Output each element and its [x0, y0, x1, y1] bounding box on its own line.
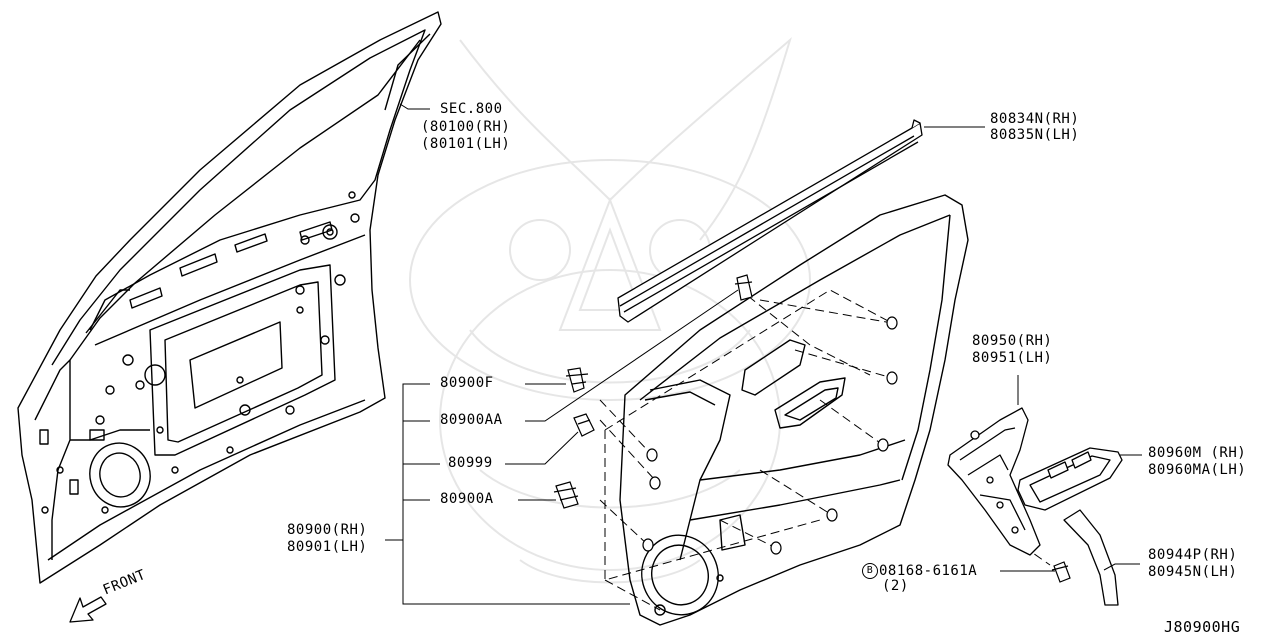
- clip-80900a: [553, 481, 579, 509]
- window-switch: [1017, 447, 1123, 511]
- clip-80900f: [565, 367, 589, 393]
- bolt-circle-symbol: B: [862, 563, 878, 579]
- bolt-part-number: 08168-6161A: [879, 563, 978, 579]
- label-80951-lh: 80951(LH): [972, 350, 1053, 366]
- label-80901-lh: 80901(LH): [287, 539, 368, 555]
- label-80999: 80999: [448, 455, 493, 471]
- label-80960m-rh: 80960M (RH): [1148, 445, 1247, 461]
- leader-lines: [385, 103, 1142, 605]
- front-arrow-icon: [69, 596, 107, 623]
- switch-bracket: [947, 407, 1041, 556]
- bolt-08168: [1051, 561, 1071, 583]
- label-80945n-lh: 80945N(LH): [1148, 564, 1238, 580]
- label-80950-rh: 80950(RH): [972, 333, 1053, 349]
- clip-holes: [642, 316, 898, 555]
- door-trim-panel: [619, 194, 969, 626]
- label-80944p-rh: 80944P(RH): [1148, 547, 1238, 563]
- clip-80900aa: [734, 274, 753, 301]
- label-80100-rh: (80100(RH): [421, 119, 511, 135]
- label-80834n-rh: 80834N(RH): [990, 111, 1080, 127]
- label-80900a: 80900A: [440, 491, 494, 507]
- diagram-code: J80900HG: [1164, 618, 1241, 636]
- weatherstrip: [617, 119, 923, 323]
- finisher-strip: [1063, 509, 1119, 606]
- label-80900aa: 80900AA: [440, 412, 503, 428]
- label-bolt-qty: (2): [882, 578, 909, 594]
- label-80960ma-lh: 80960MA(LH): [1148, 462, 1247, 478]
- label-sec800: SEC.800: [440, 101, 503, 117]
- label-80900-rh: 80900(RH): [287, 522, 368, 538]
- clip-80999: [573, 413, 595, 437]
- label-80835n-lh: 80835N(LH): [990, 127, 1080, 143]
- clip-guide-lines: [599, 289, 1051, 611]
- label-80900f: 80900F: [440, 375, 494, 391]
- label-80101-lh: (80101(LH): [421, 136, 511, 152]
- door-shell: [17, 11, 442, 584]
